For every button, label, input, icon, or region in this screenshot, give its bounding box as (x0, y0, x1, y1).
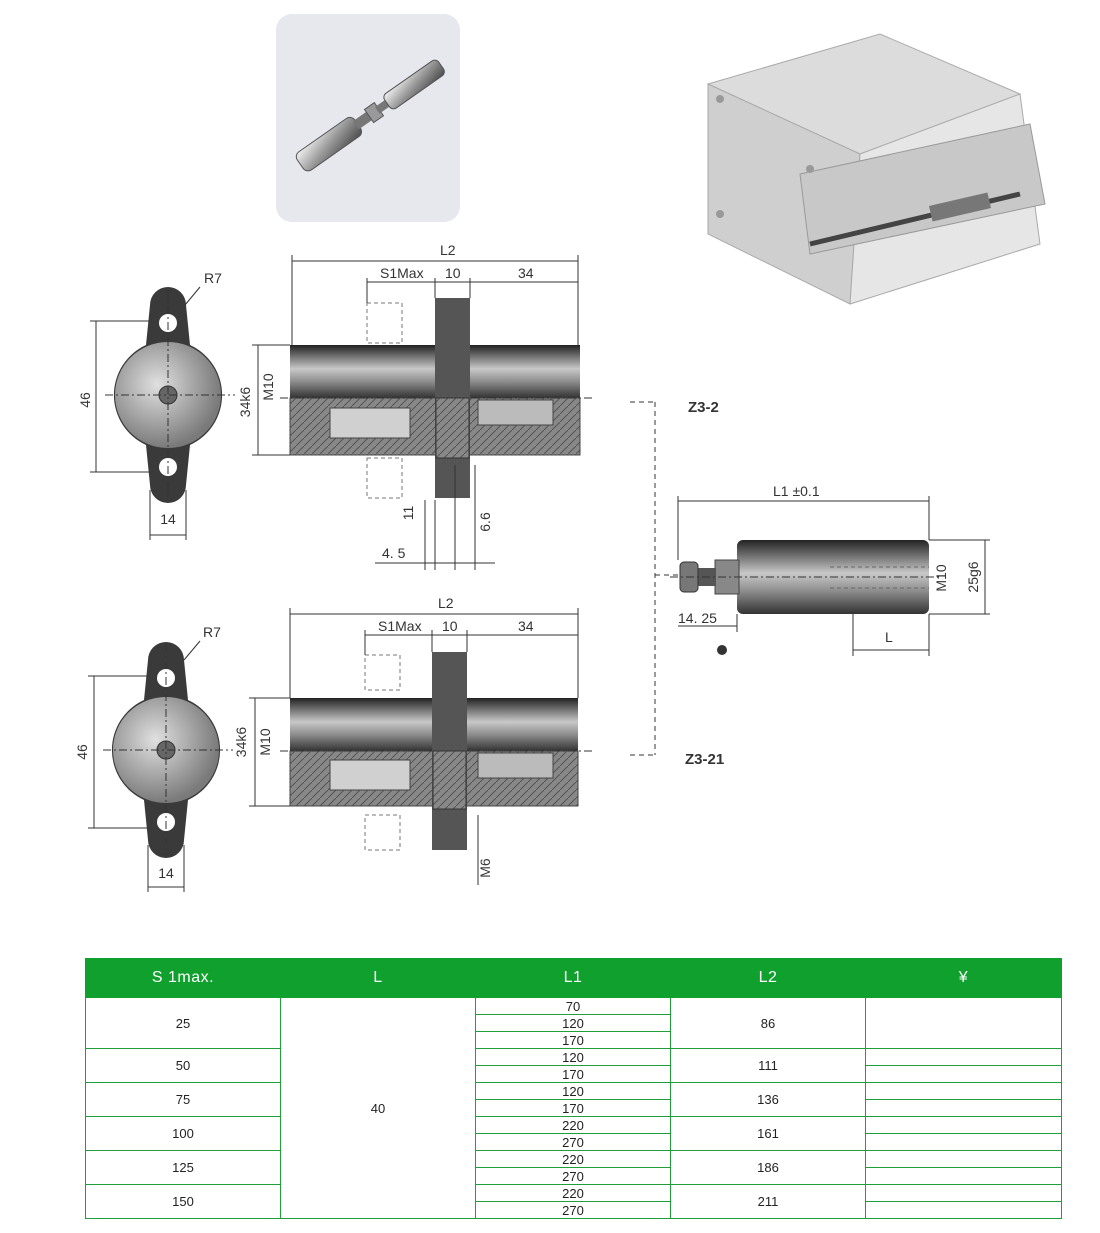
table-row: 170 (86, 1099, 1062, 1117)
table-row: 170 (86, 1065, 1062, 1083)
cell-l2: 161 (670, 1116, 866, 1151)
cell-price (865, 1184, 1062, 1202)
dim-14-25: 14. 25 (678, 610, 717, 626)
cell-l1: 120 (475, 1048, 671, 1066)
technical-drawing: R7 46 14 L2 S1Max 10 34 (0, 230, 1100, 910)
dim-34-lower: 34 (518, 618, 534, 634)
dim-4-5: 4. 5 (382, 545, 406, 561)
cell-l1: 270 (475, 1133, 671, 1151)
header-l2: L2 (670, 958, 866, 998)
table-row: 270 (86, 1133, 1062, 1151)
cell-price (865, 997, 1062, 1049)
cell-price (865, 1082, 1062, 1100)
push-rod-detail (670, 540, 940, 614)
front-view-upper (105, 287, 235, 503)
table-row: 270 (86, 1201, 1062, 1219)
label-z3-2: Z3-2 (688, 399, 719, 416)
product-photo (276, 14, 460, 222)
dim-14-upper: 14 (160, 511, 176, 527)
front-view-lower (103, 642, 233, 858)
cell-s1max: 100 (85, 1116, 281, 1151)
cell-s1max: 50 (85, 1048, 281, 1083)
dim-l2-lower: L2 (438, 595, 454, 611)
cell-l1: 170 (475, 1065, 671, 1083)
dim-l1: L1 ±0.1 (773, 483, 820, 499)
cell-l1: 170 (475, 1099, 671, 1117)
cell-s1max: 75 (85, 1082, 281, 1117)
cell-price (865, 1048, 1062, 1066)
cell-l1: 220 (475, 1184, 671, 1202)
dim-10-upper: 10 (445, 265, 461, 281)
cell-price (865, 1065, 1062, 1083)
table-row: 100 220 161 (85, 1116, 1062, 1151)
label-z3-21: Z3-21 (685, 751, 724, 768)
cell-l1: 120 (475, 1014, 671, 1032)
spec-table: S 1max. L L1 L2 ¥ 25 40 70 86 120 170 50… (85, 958, 1062, 1219)
table-row: 50 120 111 (85, 1048, 1062, 1083)
cell-l2: 186 (670, 1150, 866, 1185)
dim-34k6-upper: 34k6 (237, 387, 253, 418)
cell-s1max: 150 (85, 1184, 281, 1219)
cell-s1max: 25 (85, 997, 281, 1049)
cell-price (865, 1133, 1062, 1151)
table-row: 125 220 186 (85, 1150, 1062, 1185)
dim-25g6: 25g6 (965, 561, 981, 592)
dim-6-6: 6.6 (477, 512, 493, 532)
dim-l: L (885, 629, 893, 645)
cell-l2: 111 (670, 1048, 866, 1083)
cell-l1: 220 (475, 1150, 671, 1168)
table-row: 75 120 136 (85, 1082, 1062, 1117)
side-view-lower (280, 652, 595, 851)
dim-14-lower: 14 (158, 865, 174, 881)
dim-l2-upper: L2 (440, 242, 456, 258)
cell-price (865, 1167, 1062, 1185)
header-l: L (280, 958, 476, 998)
dim-10-lower: 10 (442, 618, 458, 634)
cell-l2: 211 (670, 1184, 866, 1219)
cell-l1: 170 (475, 1031, 671, 1049)
cell-l1: 270 (475, 1201, 671, 1219)
header-l1: L1 (475, 958, 671, 998)
cell-l1: 220 (475, 1116, 671, 1134)
header-s1max: S 1max. (85, 958, 281, 998)
cell-l: 40 (280, 997, 476, 1219)
table-row: 25 40 70 86 (85, 997, 1062, 1219)
side-view-upper (280, 298, 595, 499)
dim-46-upper: 46 (77, 392, 93, 408)
mould-illustration (700, 14, 1050, 314)
cell-l1: 270 (475, 1167, 671, 1185)
dim-34-upper: 34 (518, 265, 534, 281)
cell-s1max: 125 (85, 1150, 281, 1185)
cell-price (865, 1116, 1062, 1134)
cell-price (865, 1099, 1062, 1117)
dim-34k6-lower: 34k6 (233, 727, 249, 758)
dim-m10-lower: M10 (257, 728, 273, 755)
dim-m6: M6 (477, 858, 493, 878)
cell-l1: 120 (475, 1082, 671, 1100)
cell-price (865, 1201, 1062, 1219)
dim-m10-rod: M10 (933, 564, 949, 591)
cell-price (865, 1150, 1062, 1168)
dim-r7-upper: R7 (204, 270, 222, 286)
dim-11: 11 (400, 506, 416, 521)
dim-m10-upper: M10 (260, 373, 276, 400)
dim-r7-lower: R7 (203, 624, 221, 640)
cell-l2: 136 (670, 1082, 866, 1117)
dim-s1max-lower: S1Max (378, 618, 422, 634)
table-row: 150 220 211 (85, 1184, 1062, 1219)
cell-l2: 86 (670, 997, 866, 1049)
table-header-row: S 1max. L L1 L2 ¥ (85, 958, 1062, 998)
header-price: ¥ (865, 958, 1062, 998)
cell-l1: 70 (475, 997, 671, 1015)
dim-46-lower: 46 (74, 744, 90, 760)
dim-s1max-upper: S1Max (380, 265, 424, 281)
